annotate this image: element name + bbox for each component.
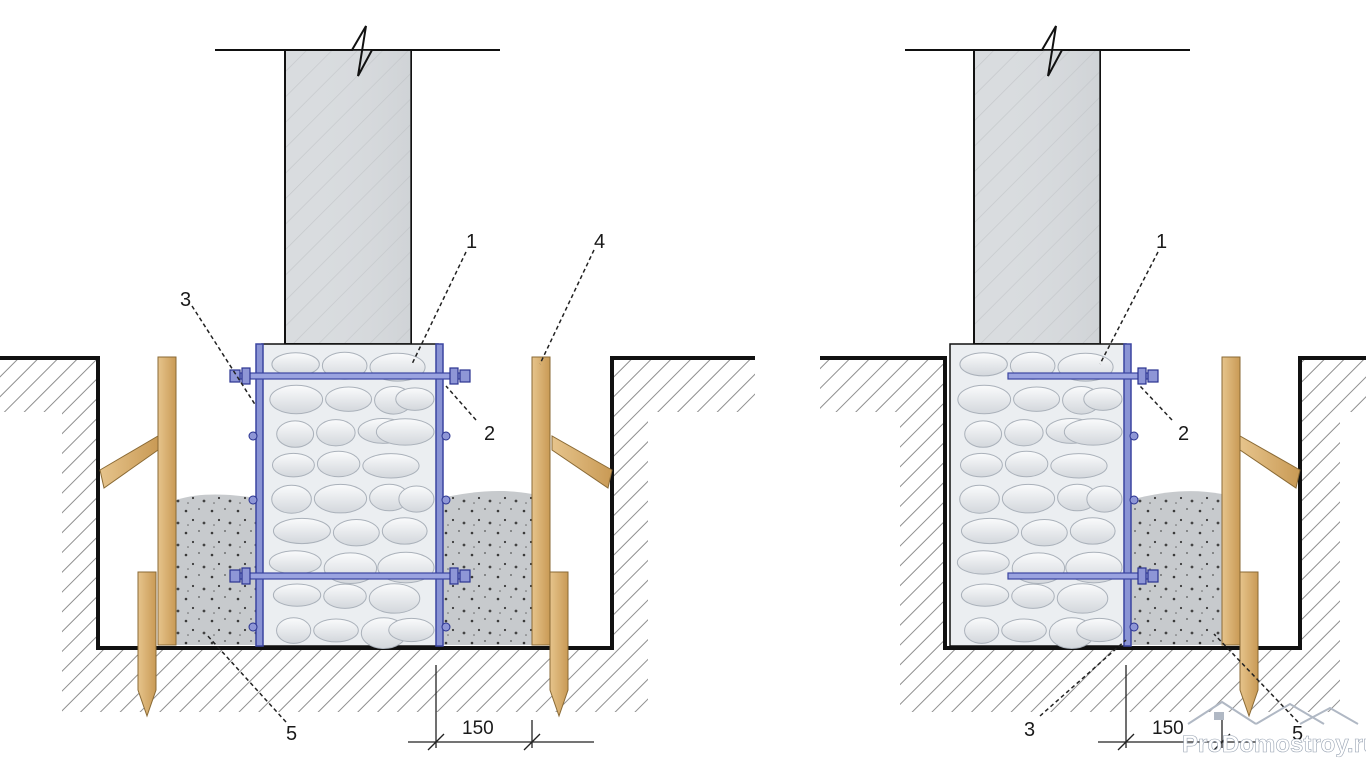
- rubble-stone: [959, 352, 1008, 377]
- rubble-stone: [268, 550, 322, 575]
- rubble-stone: [323, 583, 367, 609]
- rubble-stone: [1083, 387, 1123, 411]
- rubble-stone: [1086, 485, 1123, 513]
- rubble-stone: [1076, 617, 1123, 643]
- rubble-stone: [1001, 483, 1056, 514]
- rubble-stone: [1001, 618, 1047, 643]
- concrete-fill-right: [1130, 491, 1222, 645]
- column-shade-right: [974, 50, 1100, 344]
- break-line-left: [215, 25, 500, 77]
- leader-lines-right: [1039, 251, 1299, 723]
- watermark: ProDomostroy.ru ВСЁ О СТРОИТЕЛЬСТВЕ И РЕ…: [1182, 700, 1366, 764]
- rubble-stone: [1011, 583, 1055, 609]
- rubble-stone: [1004, 419, 1044, 447]
- clamps-left: [248, 431, 451, 632]
- callout-label-3: 3: [180, 289, 191, 311]
- tie-rod-left-top: [229, 367, 471, 385]
- stone-group-left: [268, 351, 435, 649]
- trench-outline-right: [820, 356, 1366, 650]
- dimension-label-left: 150: [462, 718, 494, 739]
- rubble-stone: [269, 384, 324, 415]
- trench-outline-left: [0, 356, 755, 650]
- rubble-stone: [960, 517, 1019, 545]
- wood-formwork-right: [1221, 356, 1301, 718]
- column-shade-left: [285, 50, 411, 344]
- callout-label-4: 4: [594, 231, 605, 253]
- figure-right: 1 2 3 5 150: [820, 25, 1366, 751]
- rubble-stone: [388, 617, 435, 643]
- tie-rod-right-bottom: [1007, 567, 1159, 585]
- rubble-stone: [1069, 517, 1116, 545]
- figure-left: 1 2 3 4 5 150: [0, 25, 755, 751]
- concrete-fill-left: [176, 494, 256, 645]
- callout-label-1: 1: [1156, 231, 1167, 253]
- dimension-label-right: 150: [1152, 718, 1184, 739]
- rubble-stone: [957, 384, 1012, 415]
- rubble-stone: [1013, 386, 1061, 412]
- wood-formwork-left: [99, 356, 613, 718]
- rubble-stone: [325, 386, 373, 412]
- rubble-stone: [313, 618, 359, 643]
- formwork-board-right: [1123, 343, 1132, 647]
- formwork-board-left-a: [255, 343, 264, 647]
- soil-right: [820, 358, 1366, 712]
- concrete-fill-left-2: [441, 491, 532, 645]
- dimension-left: [408, 665, 594, 751]
- callout-label-5: 5: [1292, 723, 1303, 745]
- rubble-stone: [271, 484, 312, 514]
- rubble-stone: [316, 450, 361, 478]
- formwork-board-left-b: [435, 343, 444, 647]
- rubble-stone: [272, 583, 322, 607]
- rubble-stone: [313, 483, 368, 514]
- rubble-stone: [956, 550, 1010, 575]
- rubble-stone: [1063, 418, 1123, 446]
- rubble-stone: [271, 452, 315, 478]
- rubble-stone: [959, 484, 1000, 514]
- rubble-stone: [362, 453, 420, 479]
- clamps-right: [1129, 431, 1139, 632]
- callout-label-3: 3: [1024, 719, 1035, 741]
- soil-left: [0, 358, 755, 712]
- callout-label-2: 2: [1178, 423, 1189, 445]
- rubble-stone: [332, 519, 380, 547]
- rubble-stone: [964, 420, 1003, 448]
- rubble-stone: [398, 485, 435, 513]
- rubble-stone: [276, 617, 312, 644]
- rubble-stone: [368, 583, 421, 614]
- leader-lines-left: [191, 249, 595, 723]
- dimension-right: [1098, 665, 1260, 751]
- rubble-stone: [272, 517, 331, 545]
- rubble-stone: [960, 583, 1010, 607]
- callout-label-1: 1: [466, 231, 477, 253]
- rubble-stone: [964, 617, 1000, 644]
- rubble-stone: [1004, 450, 1049, 478]
- rubble-stone: [1020, 519, 1068, 547]
- rubble-stone: [1056, 583, 1109, 614]
- tie-rod-left-bottom: [229, 567, 471, 585]
- rubble-stone: [1050, 453, 1108, 479]
- tie-rod-right-top: [1007, 367, 1159, 385]
- rubble-stone: [276, 420, 315, 448]
- rubble-stone: [316, 419, 356, 447]
- rubble-stone: [381, 517, 428, 545]
- callout-label-2: 2: [484, 423, 495, 445]
- rubble-stone: [959, 452, 1003, 478]
- watermark-text: ProDomostroy.ru: [1182, 731, 1366, 758]
- house-logo-icon: [1187, 700, 1359, 725]
- watermark-tagline: ВСЁ О СТРОИТЕЛЬСТВЕ И РЕМОНТЕ: [1216, 756, 1344, 764]
- stone-group-right: [956, 351, 1123, 649]
- break-line-right: [905, 25, 1190, 77]
- callout-label-5: 5: [286, 723, 297, 745]
- rubble-stone: [395, 387, 435, 411]
- rubble-stone: [375, 418, 435, 446]
